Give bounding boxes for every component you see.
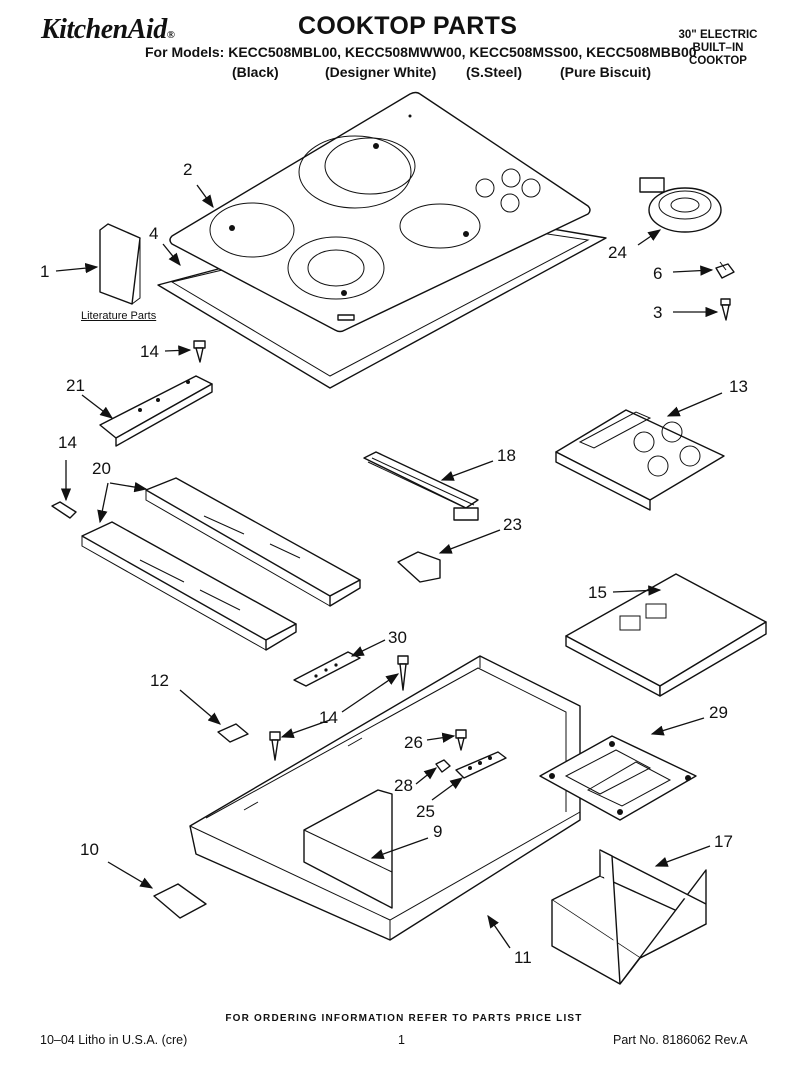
part-18-ribbon-cable — [363, 451, 479, 521]
product-type-line-3: COOKTOP — [689, 55, 747, 67]
brand-name: KitchenAid — [41, 14, 167, 45]
callout-9: 9 — [433, 822, 443, 841]
leader-lines — [55, 184, 723, 949]
part-number: Part No. 8186062 Rev.A — [613, 1033, 748, 1047]
page-title: COOKTOP PARTS — [298, 12, 518, 40]
callout-14-mid: 14 — [319, 708, 338, 727]
part-14-screw-mid — [397, 655, 409, 691]
part-14-screw-lower — [269, 731, 281, 761]
literature-parts-label: Literature Parts — [81, 310, 157, 322]
callout-15: 15 — [588, 583, 607, 602]
variant-pure-biscuit: (Pure Biscuit) — [560, 64, 652, 80]
callout-28: 28 — [394, 776, 413, 795]
part-3-screw — [720, 298, 731, 321]
callout-4: 4 — [149, 224, 159, 243]
variant-black: (Black) — [232, 64, 279, 80]
part-2-glass-cooktop — [169, 91, 591, 333]
callout-12: 12 — [150, 671, 169, 690]
part-23-bracket — [397, 551, 441, 583]
callout-10: 10 — [80, 840, 99, 859]
callout-6: 6 — [653, 264, 663, 283]
callout-3: 3 — [653, 303, 663, 322]
ordering-note: FOR ORDERING INFORMATION REFER TO PARTS … — [225, 1013, 583, 1024]
part-12-insulator — [217, 723, 249, 743]
part-10-plate — [153, 883, 207, 919]
callout-30: 30 — [388, 628, 407, 647]
product-type-line-1: 30" ELECTRIC — [678, 29, 758, 41]
part-17-junction-box — [551, 849, 707, 985]
callout-20: 20 — [92, 459, 111, 478]
callout-18: 18 — [497, 446, 516, 465]
part-29-support-tray — [539, 735, 697, 821]
part-20-rail-upper — [145, 477, 361, 607]
page-number: 1 — [398, 1033, 405, 1047]
variant-stainless: (S.Steel) — [466, 64, 523, 80]
callout-24: 24 — [608, 243, 627, 262]
part-30-terminal-strip — [293, 651, 361, 687]
part-28-nut — [435, 759, 451, 773]
part-21-bracket — [99, 375, 213, 447]
callout-17: 17 — [714, 832, 733, 851]
part-25-terminal-block — [455, 751, 507, 779]
models-line: For Models: KECC508MBL00, KECC508MWW00, … — [145, 44, 697, 60]
callout-23: 23 — [503, 515, 522, 534]
callout-21: 21 — [66, 376, 85, 395]
part-13-control-board — [555, 409, 725, 511]
part-20-rail-lower — [81, 521, 297, 651]
registered-mark: ® — [166, 29, 175, 41]
product-type-note: 30" ELECTRIC BUILT–IN COOKTOP — [676, 29, 760, 68]
part-14-screw-top — [193, 340, 206, 363]
part-14-screw-left — [51, 501, 77, 519]
part-26-screw — [455, 729, 467, 751]
callout-14-top: 14 — [140, 342, 159, 361]
product-type-line-2: BUILT–IN — [692, 42, 744, 54]
variant-designer-white: (Designer White) — [325, 64, 437, 80]
part-15-power-module — [565, 573, 767, 697]
part-24-radiant-element — [639, 177, 722, 233]
brand-logo: KitchenAid® — [41, 14, 175, 46]
callout-26: 26 — [404, 733, 423, 752]
callout-11: 11 — [514, 948, 532, 967]
part-6-clip — [715, 261, 735, 279]
part-1-literature — [99, 223, 141, 305]
callout-25: 25 — [416, 802, 435, 821]
litho-note: 10–04 Litho in U.S.A. (cre) — [40, 1033, 188, 1047]
callout-14-left: 14 — [58, 433, 77, 452]
callout-13: 13 — [729, 377, 748, 396]
callout-1: 1 — [40, 262, 50, 281]
callout-29: 29 — [709, 703, 728, 722]
callout-2: 2 — [183, 160, 193, 179]
